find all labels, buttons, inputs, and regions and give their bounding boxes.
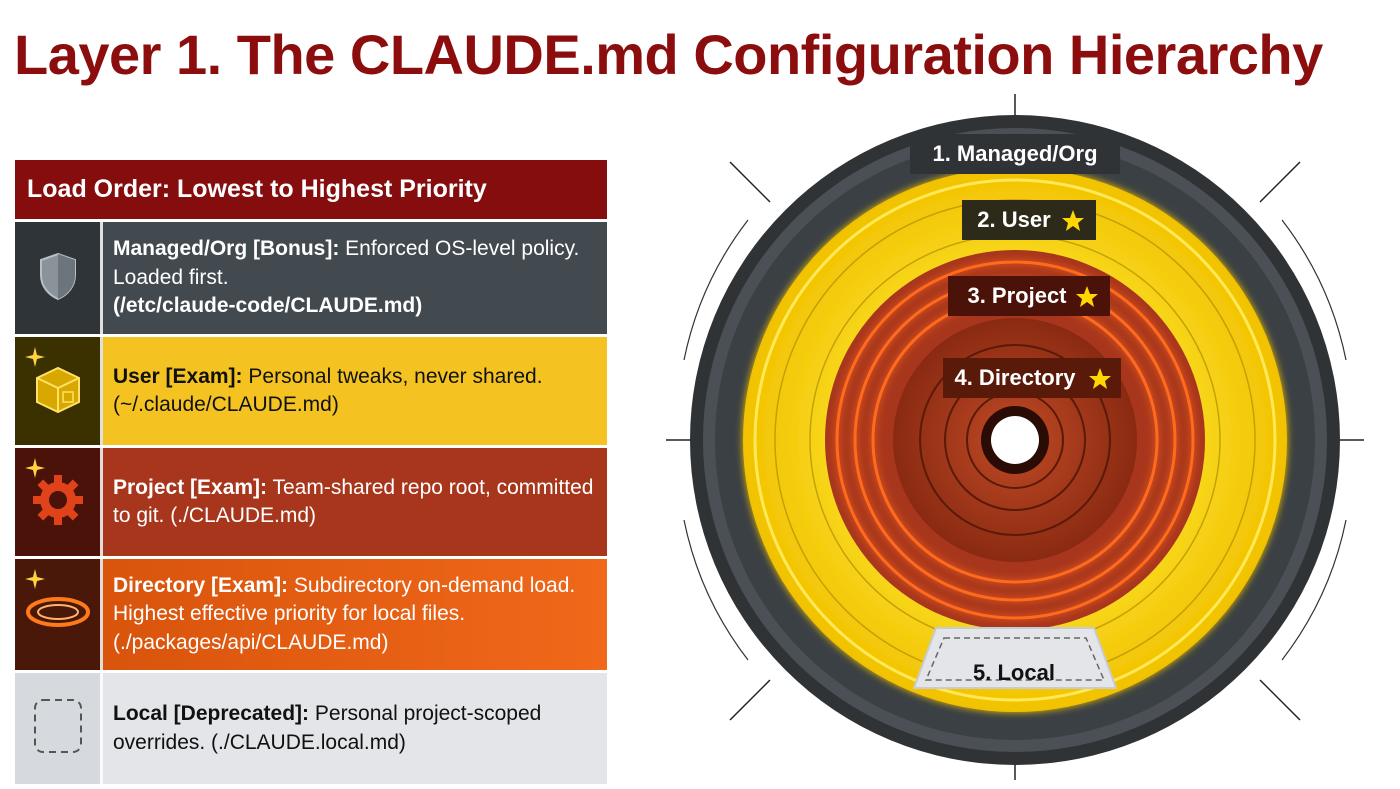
svg-text:4. Directory: 4. Directory	[954, 365, 1076, 390]
row-name: Directory [Exam]:	[113, 574, 288, 597]
row-name: User [Exam]:	[113, 365, 243, 388]
label-local: 5. Local	[973, 660, 1055, 685]
row-path: (./packages/api/CLAUDE.md)	[113, 629, 597, 657]
label-user: 2. User	[962, 200, 1096, 240]
load-order-panel: Load Order: Lowest to Highest Priority M…	[15, 160, 607, 784]
row-local: Local [Deprecated]: Personal project-sco…	[15, 673, 607, 784]
label-project: 3. Project	[948, 276, 1110, 316]
svg-text:3. Project: 3. Project	[967, 283, 1067, 308]
sparkle-icon	[25, 458, 45, 483]
svg-text:2. User: 2. User	[977, 207, 1051, 232]
center-hole	[991, 416, 1039, 464]
svg-text:1. Managed/Org: 1. Managed/Org	[932, 141, 1097, 166]
shield-icon	[37, 251, 79, 306]
row-path: (~/.claude/CLAUDE.md)	[113, 391, 597, 419]
sparkle-icon	[25, 569, 45, 594]
row-path: (/etc/claude-code/CLAUDE.md)	[113, 292, 597, 320]
row-managed: Managed/Org [Bonus]: Enforced OS-level p…	[15, 222, 607, 337]
label-managed: 1. Managed/Org	[910, 134, 1120, 174]
label-directory: 4. Directory	[943, 358, 1121, 398]
sparkle-icon	[25, 347, 45, 372]
row-name: Managed/Org [Bonus]:	[113, 237, 339, 260]
row-user: User [Exam]: Personal tweaks, never shar…	[15, 337, 607, 448]
row-name: Local [Deprecated]:	[113, 702, 309, 725]
hierarchy-diagram: 1. Managed/Org 2. User 3. Project 4. Dir…	[660, 90, 1370, 784]
panel-header: Load Order: Lowest to Highest Priority	[15, 160, 607, 222]
dashed-box-icon	[31, 696, 85, 761]
row-desc: Personal tweaks, never shared.	[243, 365, 543, 388]
row-project: Project [Exam]: Team-shared repo root, c…	[15, 448, 607, 559]
ring-icon	[25, 594, 91, 635]
row-directory: Directory [Exam]: Subdirectory on-demand…	[15, 559, 607, 673]
page-title: Layer 1. The CLAUDE.md Configuration Hie…	[14, 22, 1323, 87]
row-name: Project [Exam]:	[113, 476, 267, 499]
